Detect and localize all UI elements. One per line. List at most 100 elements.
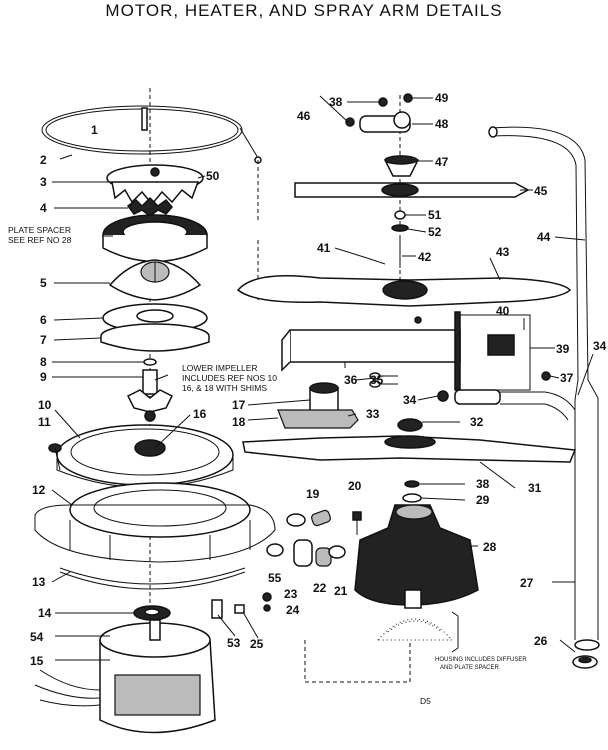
callout-28: 28 (483, 540, 497, 554)
part-11-screw (48, 443, 62, 471)
callout-51: 51 (428, 208, 442, 222)
callout-13: 13 (32, 575, 46, 589)
callout-37: 37 (560, 371, 574, 385)
callout-1: 1 (91, 123, 98, 137)
callout-47: 47 (435, 155, 449, 169)
callout-19: 19 (306, 487, 320, 501)
callouts: 1 2 3 4 50 5 6 7 8 9 10 11 16 12 13 14 5… (30, 91, 607, 668)
callout-16: 16 (193, 407, 207, 421)
part-7-ring (100, 323, 210, 352)
part-12-base (34, 482, 276, 563)
part-47-cup (384, 155, 420, 177)
part-13-heater (59, 567, 246, 590)
callout-29: 29 (476, 493, 490, 507)
part-23-24-25-hardware (234, 592, 272, 614)
callout-50: 50 (206, 169, 220, 183)
callout-52: 52 (428, 225, 442, 239)
part-5-pump-cover (108, 259, 202, 301)
callout-21: 21 (334, 584, 348, 598)
part-19-clamp (286, 509, 331, 527)
part-51-52-hardware (391, 210, 409, 232)
part-20-screw (352, 511, 362, 535)
callout-43: 43 (496, 245, 510, 259)
note-plate-spacer-2: SEE REF NO 28 (8, 235, 72, 245)
part-8-9-lower-impeller (126, 358, 174, 422)
part-45-upper-spray-arm (294, 182, 530, 198)
callout-39: 39 (556, 342, 570, 356)
callout-3: 3 (40, 175, 47, 189)
callout-23: 23 (284, 587, 298, 601)
callout-31: 31 (528, 481, 542, 495)
note-plate-spacer-1: PLATE SPACER (8, 225, 71, 235)
callout-20: 20 (348, 479, 362, 493)
diffuser-dots (376, 618, 454, 641)
callout-4: 4 (40, 201, 47, 215)
part-32-bearing (397, 418, 423, 432)
part-35-screws (369, 371, 551, 388)
callout-22: 22 (313, 581, 327, 595)
part-18-plate (277, 409, 359, 429)
callout-27: 27 (520, 576, 534, 590)
note-housing-2: AND PLATE SPACER (440, 665, 499, 671)
callout-53: 53 (227, 636, 241, 650)
callout-34-lower: 34 (403, 393, 417, 407)
callout-38-lower: 38 (476, 477, 490, 491)
note-impeller-3: 16, & 18 WITH SHIMS (182, 383, 267, 393)
part-4-impeller (126, 196, 173, 217)
callout-18: 18 (232, 415, 246, 429)
part-42-shaft (366, 235, 401, 268)
callout-40: 40 (496, 304, 510, 318)
callout-6: 6 (40, 313, 47, 327)
callout-55: 55 (268, 571, 282, 585)
callout-5: 5 (40, 276, 47, 290)
part-26-cap (572, 655, 598, 669)
callout-54: 54 (30, 630, 44, 644)
callout-7: 7 (40, 333, 47, 347)
callout-17: 17 (232, 398, 246, 412)
note-housing-1: HOUSING INCLUDES DIFFUSER (435, 657, 527, 663)
leader-lines (51, 95, 594, 661)
callout-26: 26 (534, 634, 548, 648)
part-10-pump-body (56, 424, 234, 488)
callout-41: 41 (317, 241, 331, 255)
callout-34-upper: 34 (593, 339, 607, 353)
callout-9: 9 (40, 370, 47, 384)
callout-8: 8 (40, 355, 47, 369)
part-43-mid-spray-arm (236, 274, 572, 307)
plate-spacer-ring (102, 214, 208, 263)
callout-14: 14 (38, 606, 52, 620)
part-48-upper-nozzle (345, 93, 413, 133)
callout-32: 32 (470, 415, 484, 429)
callout-2: 2 (40, 153, 47, 167)
callout-24: 24 (286, 603, 300, 617)
callout-36-visible: 36 (344, 373, 358, 387)
callout-25: 25 (250, 637, 264, 651)
part-31-lower-spray-arm (242, 435, 577, 463)
callout-49: 49 (435, 91, 449, 105)
diagram-title: MOTOR, HEATER, AND SPRAY ARM DETAILS (105, 1, 503, 20)
callout-46: 46 (297, 109, 311, 123)
part-17-cylinder (309, 382, 339, 413)
part-54-motor (34, 619, 216, 734)
note-impeller-2: INCLUDES REF NOS 10 (182, 373, 277, 383)
callout-15: 15 (30, 654, 44, 668)
notes: PLATE SPACER SEE REF NO 28 LOWER IMPELLE… (8, 225, 527, 706)
part-22-21-clamps (315, 545, 346, 567)
part-1-ring (41, 105, 262, 164)
callout-48: 48 (435, 117, 449, 131)
callout-33: 33 (366, 407, 380, 421)
callout-35: 35 (370, 373, 384, 387)
callout-45: 45 (534, 184, 548, 198)
callout-12: 12 (32, 483, 46, 497)
part-55-hose (266, 539, 313, 567)
callout-38-upper: 38 (329, 95, 343, 109)
callout-42: 42 (418, 250, 432, 264)
part-44-riser-tube (488, 126, 600, 651)
note-impeller-1: LOWER IMPELLER (182, 363, 258, 373)
part-14-seal (133, 605, 171, 621)
part-53-clip (211, 599, 223, 619)
part-36-feed-tube (281, 311, 531, 391)
callout-10: 10 (38, 398, 52, 412)
part-3-hub (106, 164, 204, 206)
part-28-housing (354, 504, 479, 609)
